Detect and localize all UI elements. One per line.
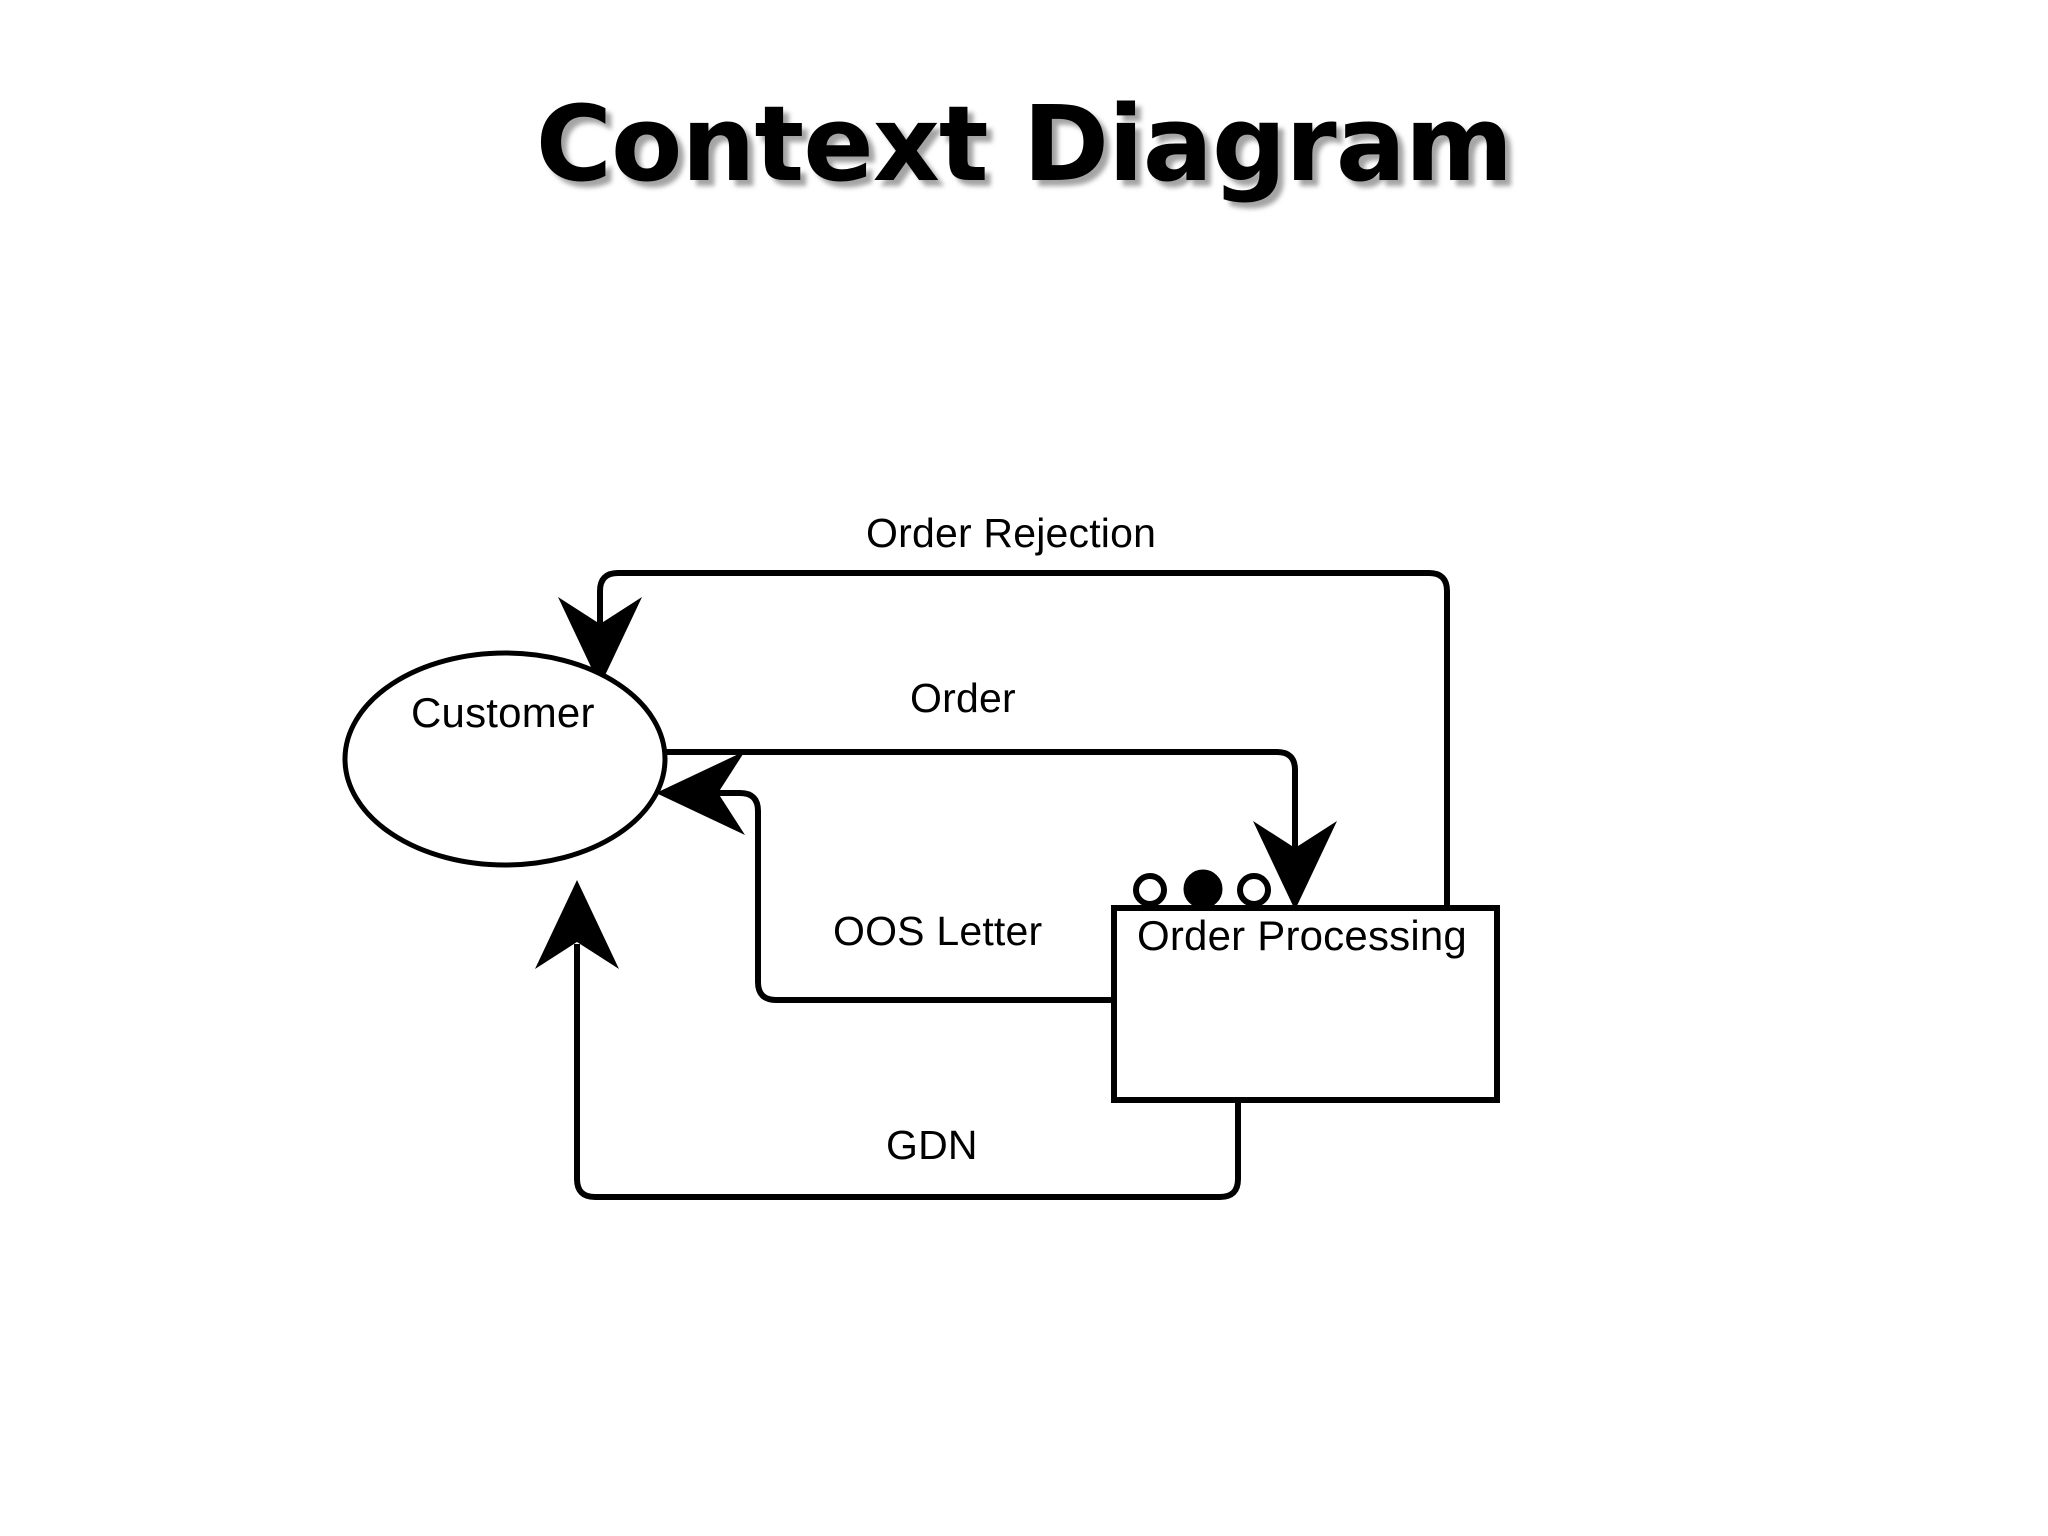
- flow-order: [665, 749, 1337, 910]
- bullet-circle-hollow-right: [1237, 873, 1271, 907]
- flow-oos-letter: [656, 751, 1114, 1003]
- node-customer-label: Customer: [411, 689, 595, 736]
- flow-label-oos-letter: OOS Letter: [833, 908, 1043, 954]
- bullet-circle-hollow-left: [1133, 873, 1167, 907]
- flow-gdn: [535, 880, 1241, 1200]
- page-title: Context Diagram: [535, 83, 1514, 205]
- flow-label-order-rejection: Order Rejection: [866, 510, 1157, 556]
- flow-label-gdn: GDN: [886, 1122, 978, 1168]
- node-order-processing-label: Order Processing: [1137, 912, 1467, 959]
- bullet-circle-filled-middle: [1183, 869, 1223, 909]
- flow-label-order: Order: [910, 675, 1016, 721]
- flow-order-rejection: [558, 570, 1450, 908]
- node-customer[interactable]: [342, 650, 668, 868]
- node-order-processing[interactable]: [1111, 905, 1500, 1103]
